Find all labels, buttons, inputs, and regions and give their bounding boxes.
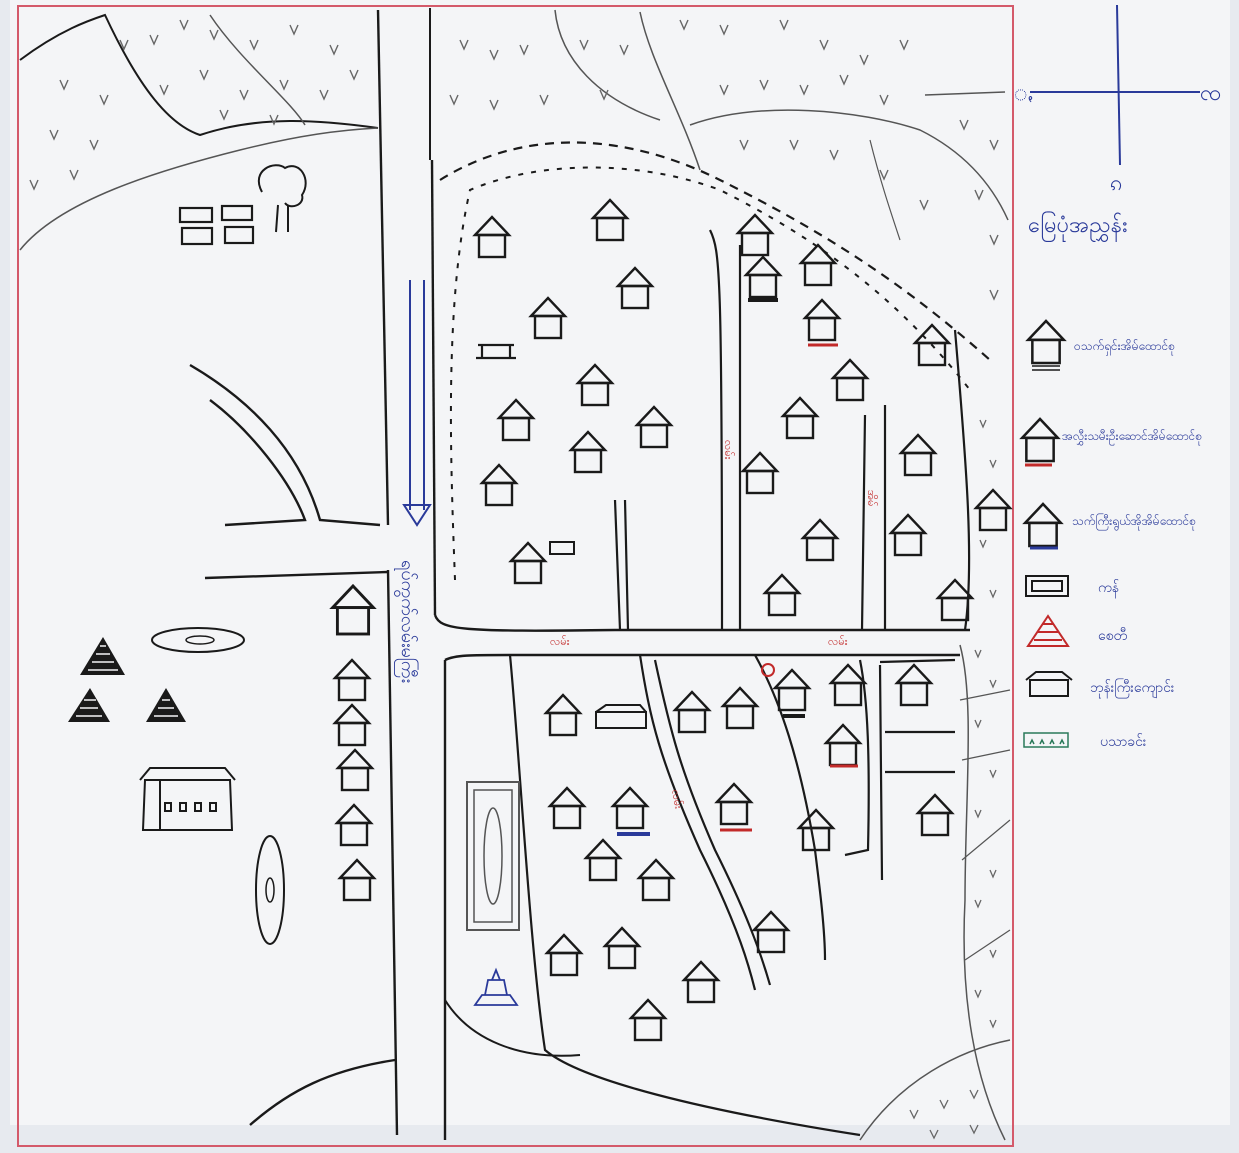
tree-icon <box>257 164 307 233</box>
street-label: အိမ် <box>865 490 878 506</box>
street-label: လမ်း <box>550 635 570 648</box>
compass-west: ၸ <box>1200 81 1221 106</box>
dashed-path <box>439 141 991 361</box>
legend: မြေပုံအညွှန်း ဝသက်ရှင်းအိမ်ထောင်စု အလွှီ… <box>1020 211 1202 750</box>
pond <box>466 781 520 931</box>
field-east <box>859 644 1011 1141</box>
field-northwest <box>19 13 379 251</box>
school-building <box>139 767 236 831</box>
compass-east: ၵ <box>1110 171 1122 196</box>
street-label: လမ်း <box>828 635 848 648</box>
compass-north: ꩻ <box>1014 81 1033 106</box>
legend-label: ဝသက်ရှင်းအိမ်ထောင်စု <box>1074 338 1175 356</box>
shrine-icon <box>473 967 519 1006</box>
main-road <box>376 9 447 1140</box>
pond-icon <box>1025 575 1069 597</box>
pagoda-icon <box>68 637 186 722</box>
monastery-icon <box>1025 671 1073 697</box>
grass-icon <box>1023 732 1069 748</box>
legend-label: စေတီ <box>1098 628 1127 644</box>
street-label: လမ်း <box>722 440 735 460</box>
field-northeast <box>429 8 1009 241</box>
legend-label: ဘုန်းကြီးကျောင်း <box>1090 679 1175 698</box>
legend-label: သက်ကြီးရွယ်အိုအိမ်ထောင်စု <box>1072 512 1196 531</box>
legend-label: ပသာခင်း <box>1100 734 1147 750</box>
map-frame <box>17 5 1014 1147</box>
legend-label: ကန် <box>1098 580 1119 598</box>
compass-icon <box>1030 4 1200 166</box>
legend-title: မြေပုံအညွှန်း <box>1028 211 1128 242</box>
main-road-label: ရပ်ကွက်လမ်းမကြီး <box>394 560 419 683</box>
monastery-building <box>178 204 255 246</box>
pagoda-icon <box>1026 614 1070 647</box>
legend-label: အလွှီးသမီးဦးဆောင်အိမ်ထောင်စု <box>1062 428 1202 446</box>
street-label: လမ်း <box>669 788 685 810</box>
pond-oval-icon <box>151 627 245 653</box>
